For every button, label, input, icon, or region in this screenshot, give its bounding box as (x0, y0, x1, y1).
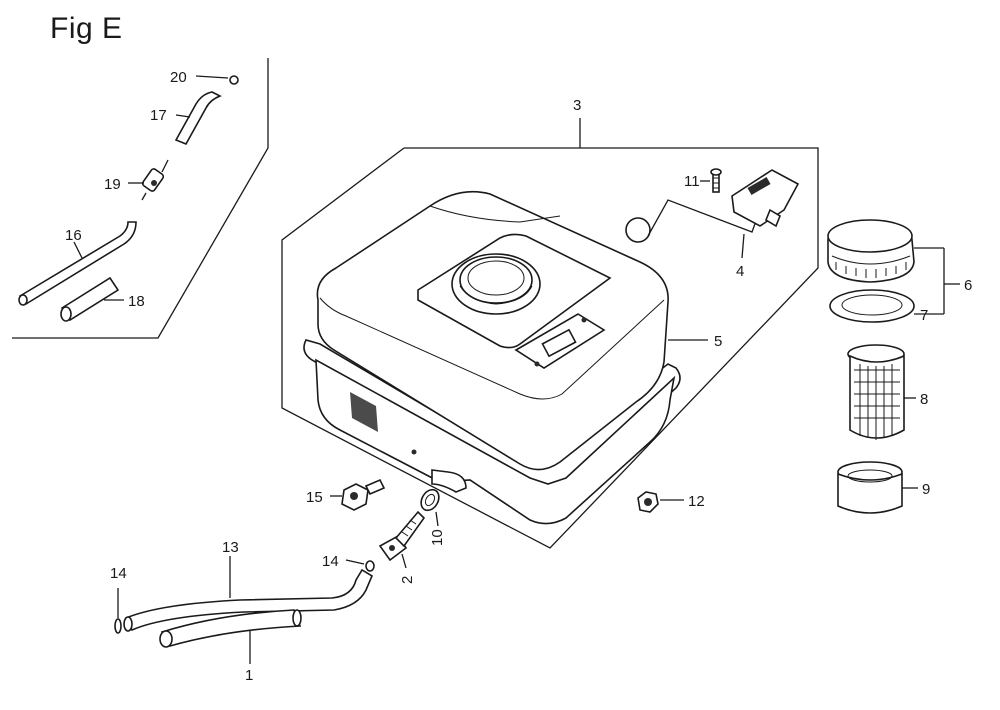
callout-8: 8 (920, 391, 928, 408)
callout-20: 20 (170, 69, 187, 86)
part-5-fuel-tank: 5 (303, 190, 722, 525)
part-17-elbow-tube: 17 (150, 91, 222, 146)
callout-15: 15 (306, 489, 323, 506)
part-15-drain-bolt: 15 (306, 478, 386, 511)
callout-11: 11 (684, 173, 700, 190)
part-13-fuel-tube-long: 13 (123, 539, 374, 632)
part-7-gasket: 7 (829, 289, 944, 324)
callout-18: 18 (128, 293, 145, 310)
callout-1: 1 (245, 667, 253, 684)
callout-14-lower: 14 (110, 565, 127, 582)
part-11-screw: 11 (684, 168, 722, 193)
callout-19: 19 (104, 176, 121, 193)
part-10-washer: 10 (420, 488, 446, 546)
callout-13: 13 (222, 539, 239, 556)
callout-16: 16 (65, 227, 82, 244)
part-6-filler-cap: 6 (827, 219, 972, 314)
assembly-frame: 3 (281, 97, 819, 549)
figure-title: Fig E (50, 12, 123, 45)
part-8-strainer: 8 (847, 344, 928, 440)
callout-12: 12 (688, 493, 705, 510)
callout-14-upper: 14 (322, 553, 339, 570)
callout-9: 9 (922, 481, 930, 498)
callout-2: 2 (399, 576, 416, 584)
part-16-breather-tube: 16 (18, 221, 137, 306)
callout-4: 4 (736, 263, 744, 280)
part-1-fuel-tube-short: 1 (159, 609, 302, 684)
callout-17: 17 (150, 107, 167, 124)
part-2-fuel-cock: 2 (378, 510, 426, 584)
callout-6: 6 (964, 277, 972, 294)
inset-frame (12, 58, 269, 339)
part-14-clip-upper: 14 (322, 553, 375, 572)
part-4-fuel-gauge: 4 (625, 169, 800, 280)
part-18-tube-section: 18 (60, 276, 145, 322)
part-20-clip: 20 (170, 69, 239, 86)
part-19-inline-filter: 19 (104, 159, 169, 201)
callout-7: 7 (920, 307, 928, 324)
part-9-collar: 9 (837, 461, 930, 514)
callout-10: 10 (429, 529, 446, 546)
part-14-clip-lower: 14 (110, 565, 127, 634)
part-12-flange-nut: 12 (637, 491, 705, 513)
callout-3: 3 (573, 97, 581, 114)
callout-5: 5 (714, 333, 722, 350)
